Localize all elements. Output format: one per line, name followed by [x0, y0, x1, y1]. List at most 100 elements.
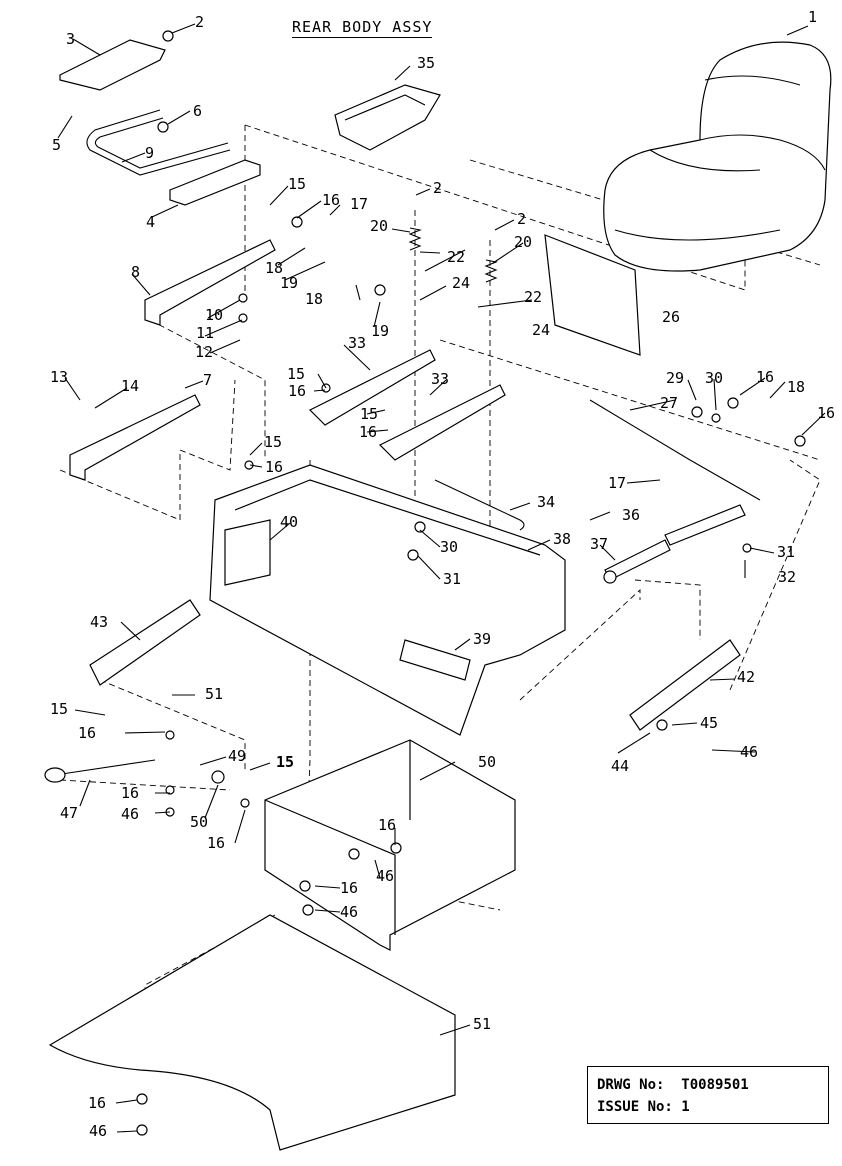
- callout-3: 3: [66, 30, 76, 48]
- leader-lines: [57, 23, 826, 1133]
- callout-6: 6: [193, 102, 203, 120]
- callout-17-a: 17: [350, 195, 369, 213]
- slide-rail-part-b: [378, 384, 506, 461]
- callout-45-d: 46: [89, 1122, 108, 1140]
- callout-16-h: 16: [121, 784, 140, 802]
- assembly-dashline-right: [439, 339, 821, 701]
- slide-rail-part-a: [308, 349, 436, 426]
- callout-47: 49: [228, 747, 247, 765]
- handle-arm-part: [664, 504, 746, 546]
- callout-15-a: 15: [288, 175, 307, 193]
- seat-part: [603, 41, 832, 272]
- callout-33: 34: [537, 493, 556, 511]
- callout-2-b: 2: [433, 179, 443, 197]
- callout-16-f: 16: [265, 458, 284, 476]
- callout-20-a: 18: [305, 290, 324, 308]
- issue-number: 1: [681, 1099, 690, 1115]
- rear-panel-part: [544, 234, 641, 356]
- issue-number-row: ISSUE No: 1: [597, 1099, 690, 1115]
- callout-31: 32: [778, 568, 797, 586]
- callout-5: 5: [52, 136, 62, 154]
- right-bracket-part: [629, 639, 741, 731]
- assembly-dashline-lever: [59, 679, 246, 791]
- callout-24-a: 24: [452, 274, 471, 292]
- callout-1: 1: [808, 8, 818, 26]
- callout-14: 14: [121, 377, 140, 395]
- callout-4: 4: [146, 213, 156, 231]
- body-panel-part: [209, 464, 566, 736]
- assembly-dashline-left: [59, 125, 266, 521]
- slot-panel-part: [224, 519, 271, 586]
- callout-38: 39: [473, 630, 492, 648]
- callout-7: 7: [203, 371, 213, 389]
- callout-16-l: 16: [88, 1094, 107, 1112]
- spring-part-b: [484, 259, 498, 283]
- floor-plate-part: [48, 914, 456, 1151]
- link-rod-part: [434, 479, 525, 531]
- callout-8: 8: [131, 263, 141, 281]
- decal-part: [399, 639, 471, 681]
- lever-rod-part: [54, 759, 156, 776]
- callout-16-i: 16: [378, 816, 397, 834]
- callout-26: 26: [662, 308, 681, 326]
- callout-30-b: 31: [443, 570, 462, 588]
- callout-30-a: 31: [777, 543, 796, 561]
- callout-20-b: 18: [787, 378, 806, 396]
- callout-15-f: 15: [276, 753, 295, 771]
- issue-label: ISSUE No:: [597, 1099, 673, 1115]
- callout-15-c: 15: [360, 405, 379, 423]
- tray-part: [334, 84, 441, 151]
- callout-2: 2: [195, 13, 205, 31]
- callout-13: 13: [50, 368, 69, 386]
- support-box-part: [264, 739, 516, 951]
- callout-32-b: 33: [431, 370, 450, 388]
- callout-22-a: 20: [370, 217, 389, 235]
- callout-36: 37: [590, 535, 609, 553]
- callout-45-b: 46: [376, 867, 395, 885]
- drawing-number: T0089501: [681, 1077, 749, 1093]
- left-bracket-part: [89, 599, 201, 686]
- callout-37: 38: [553, 530, 572, 548]
- callout-15-e: 15: [50, 700, 69, 718]
- plate-part: [169, 159, 261, 206]
- lower-left-rail-part: [69, 394, 201, 481]
- callout-39: 40: [280, 513, 299, 531]
- callout-16-a: 16: [322, 191, 341, 209]
- callout-16-d: 16: [817, 404, 836, 422]
- callout-50: 51: [473, 1015, 492, 1033]
- callout-42: 44: [611, 757, 630, 775]
- lever-knob-part: [44, 767, 66, 783]
- callout-19-a: 19: [280, 274, 299, 292]
- drawing-number-row: DRWG No: T0089501: [597, 1077, 749, 1093]
- callout-16-j: 16: [207, 834, 226, 852]
- callout-24-b: 24: [532, 321, 551, 339]
- callout-45-c: 46: [340, 903, 359, 921]
- callout-48: 50: [190, 813, 209, 831]
- fasteners: [136, 30, 806, 1136]
- callout-16-k: 16: [340, 879, 359, 897]
- callout-49: 50: [478, 753, 497, 771]
- callout-43: 45: [700, 714, 719, 732]
- callout-35: 36: [622, 506, 641, 524]
- callout-16-b: 16: [756, 368, 775, 386]
- callout-23-a: 22: [447, 248, 466, 266]
- callout-2-c: 2: [517, 210, 527, 228]
- callout-41: 43: [90, 613, 109, 631]
- callout-51: 51: [205, 685, 224, 703]
- callout-44: 46: [740, 743, 759, 761]
- callout-40: 42: [737, 668, 756, 686]
- callout-17-b: 17: [608, 474, 627, 492]
- callout-12: 12: [195, 343, 214, 361]
- callout-28: 29: [666, 369, 685, 387]
- callout-9: 9: [145, 144, 155, 162]
- callout-27: 27: [660, 394, 679, 412]
- callout-45-a: 46: [121, 805, 140, 823]
- callout-16-c: 16: [288, 382, 307, 400]
- callout-10: 10: [205, 306, 224, 324]
- rod-part: [86, 109, 231, 176]
- drawing-label: DRWG No:: [597, 1077, 665, 1093]
- callout-15-d: 15: [264, 433, 283, 451]
- callout-23-b: 22: [524, 288, 543, 306]
